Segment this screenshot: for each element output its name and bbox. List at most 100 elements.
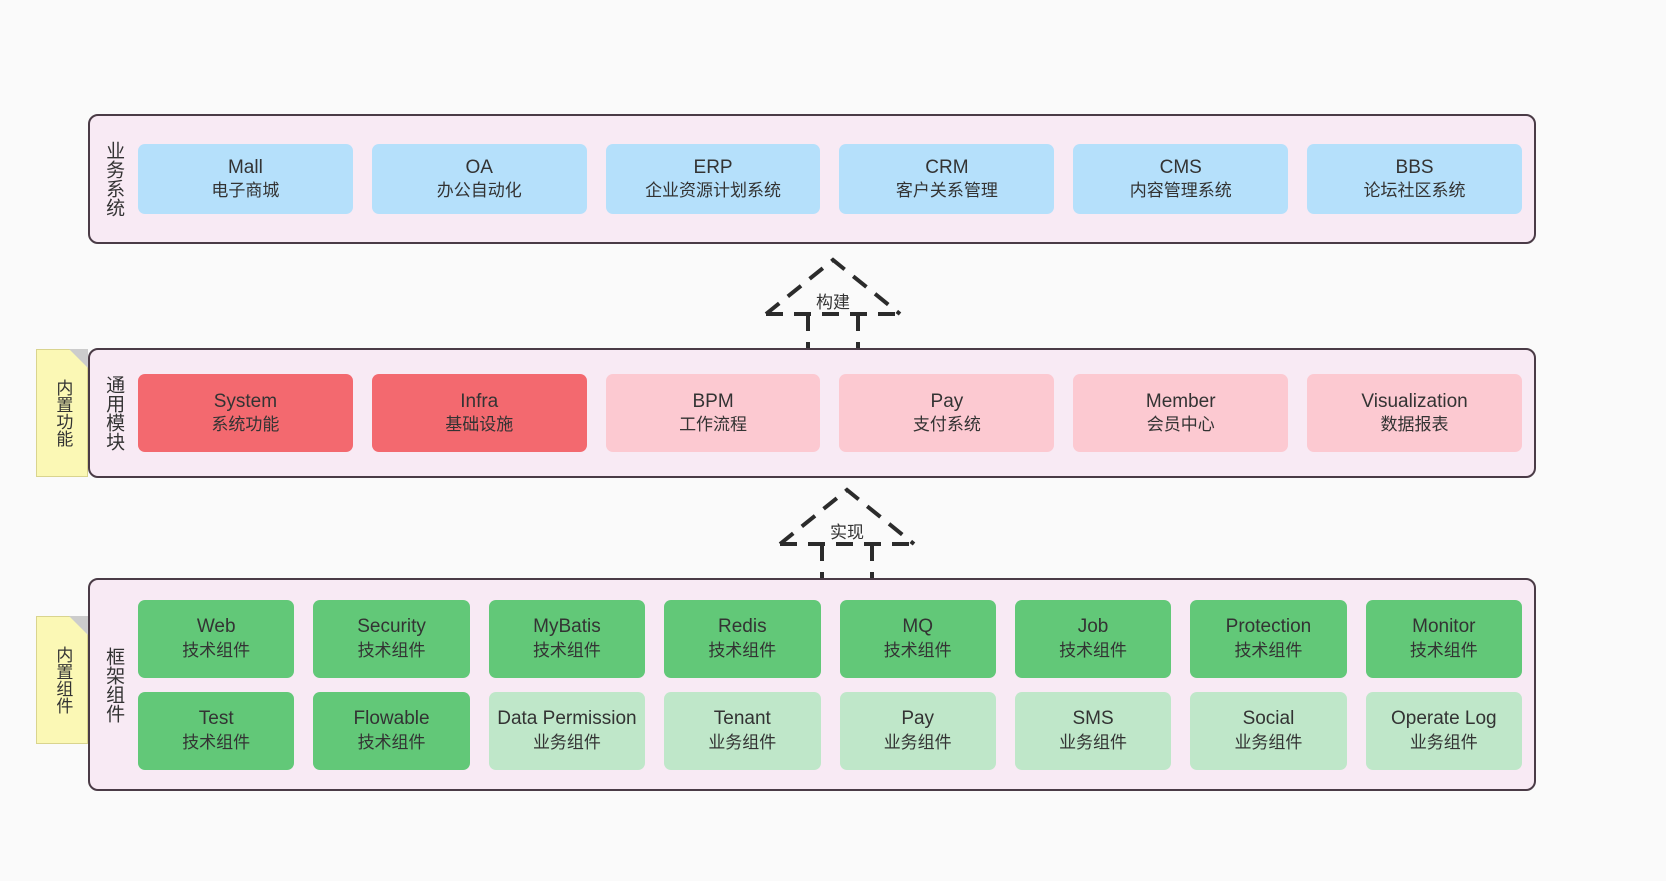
sticky-note-label: 内置功能: [53, 379, 73, 447]
card-title-cn: 技术组件: [883, 640, 952, 660]
card-security[interactable]: Security 技术组件: [313, 599, 470, 678]
card-redis[interactable]: Redis 技术组件: [664, 599, 821, 678]
card-title-en: Visualization: [1361, 390, 1468, 412]
card-title-cn: 基础设施: [445, 415, 514, 435]
card-social[interactable]: Social 业务组件: [1190, 691, 1347, 770]
layer-body-business: Mall 电子商城 OA 办公自动化 ERP 企业资源计划系统 CRM 客户关系…: [136, 116, 1534, 242]
card-title-cn: 内容管理系统: [1129, 181, 1232, 201]
card-title-cn: 客户关系管理: [895, 181, 998, 201]
sticky-note-builtin-components: 内置组件: [36, 616, 88, 744]
card-title-cn: 技术组件: [1234, 640, 1303, 660]
card-cms[interactable]: CMS 内容管理系统: [1073, 144, 1289, 214]
card-mybatis[interactable]: MyBatis 技术组件: [488, 599, 646, 678]
card-pay-module[interactable]: Pay 支付系统: [839, 374, 1055, 452]
card-title-en: SMS: [1072, 708, 1114, 730]
card-title-cn: 论坛社区系统: [1363, 181, 1466, 201]
card-system[interactable]: System 系统功能: [138, 374, 353, 452]
card-title-en: Member: [1145, 390, 1216, 412]
card-pay-component[interactable]: Pay 业务组件: [839, 691, 996, 770]
card-test[interactable]: Test 技术组件: [138, 691, 295, 770]
card-title-cn: 技术组件: [1409, 640, 1478, 660]
card-title-cn: 技术组件: [708, 640, 777, 660]
card-sms[interactable]: SMS 业务组件: [1014, 691, 1172, 770]
card-title-cn: 技术组件: [532, 640, 601, 660]
card-tenant[interactable]: Tenant 业务组件: [664, 691, 821, 770]
card-visualization[interactable]: Visualization 数据报表: [1307, 374, 1522, 452]
layer-common-modules: 通用模块 System 系统功能 Infra 基础设施 BPM 工作流程 Pay…: [88, 348, 1536, 478]
card-title-cn: 工作流程: [679, 415, 748, 435]
layer-title-framework: 框架组件: [103, 646, 125, 723]
card-title-en: Web: [196, 616, 236, 638]
card-title-cn: 电子商城: [211, 181, 280, 201]
card-monitor[interactable]: Monitor 技术组件: [1365, 599, 1522, 678]
layer-business-systems: 业务系统 Mall 电子商城 OA 办公自动化 ERP 企业资源计划系统 CRM…: [88, 114, 1536, 244]
card-crm[interactable]: CRM 客户关系管理: [839, 144, 1055, 214]
card-title-en: Tenant: [713, 708, 771, 730]
card-flowable[interactable]: Flowable 技术组件: [313, 691, 470, 770]
card-title-cn: 系统功能: [211, 415, 280, 435]
card-title-en: Redis: [718, 616, 767, 638]
card-title-en: Security: [357, 616, 426, 638]
layer-framework-components: 框架组件 Web 技术组件 Security 技术组件 MyBatis 技术组件…: [88, 578, 1536, 791]
card-row: Mall 电子商城 OA 办公自动化 ERP 企业资源计划系统 CRM 客户关系…: [138, 144, 1522, 214]
card-title-en: Flowable: [353, 708, 430, 730]
generalization-arrowhead-icon: [778, 487, 916, 546]
card-title-en: Operate Log: [1390, 708, 1497, 730]
card-title-en: Test: [198, 708, 234, 730]
card-erp[interactable]: ERP 企业资源计划系统: [605, 144, 821, 214]
card-infra[interactable]: Infra 基础设施: [371, 374, 587, 452]
card-title-cn: 技术组件: [357, 732, 426, 752]
card-title-en: Pay: [930, 390, 964, 412]
card-job[interactable]: Job 技术组件: [1014, 599, 1172, 678]
card-title-en: OA: [465, 156, 493, 178]
card-title-cn: 办公自动化: [436, 181, 522, 201]
card-title-cn: 业务组件: [708, 732, 777, 752]
card-bpm[interactable]: BPM 工作流程: [605, 374, 821, 452]
connector-build: 构建: [748, 252, 918, 357]
card-title-en: Job: [1077, 616, 1109, 638]
card-title-en: Infra: [460, 390, 499, 412]
card-title-en: ERP: [693, 156, 733, 178]
card-oa[interactable]: OA 办公自动化: [371, 144, 587, 214]
layer-title-common: 通用模块: [103, 375, 125, 451]
card-title-en: BBS: [1395, 156, 1434, 178]
card-bbs[interactable]: BBS 论坛社区系统: [1307, 144, 1522, 214]
card-member[interactable]: Member 会员中心: [1073, 374, 1289, 452]
layer-body-common: System 系统功能 Infra 基础设施 BPM 工作流程 Pay 支付系统…: [136, 350, 1534, 476]
card-web[interactable]: Web 技术组件: [138, 599, 295, 678]
card-row: Web 技术组件 Security 技术组件 MyBatis 技术组件 Redi…: [138, 599, 1522, 678]
card-operate-log[interactable]: Operate Log 业务组件: [1365, 691, 1522, 770]
card-row: Test 技术组件 Flowable 技术组件 Data Permission …: [138, 691, 1522, 770]
card-title-cn: 业务组件: [1234, 732, 1303, 752]
card-mq[interactable]: MQ 技术组件: [839, 599, 996, 678]
card-protection[interactable]: Protection 技术组件: [1190, 599, 1347, 678]
card-title-cn: 数据报表: [1380, 415, 1449, 435]
connector-realize: 实现: [762, 482, 932, 587]
card-title-cn: 业务组件: [1059, 732, 1128, 752]
sticky-note-label: 内置组件: [53, 646, 73, 714]
card-title-cn: 技术组件: [357, 640, 426, 660]
card-title-cn: 会员中心: [1146, 415, 1215, 435]
card-title-en: BPM: [692, 390, 734, 412]
card-title-cn: 技术组件: [182, 732, 251, 752]
card-title-en: Monitor: [1412, 616, 1476, 638]
card-title-en: System: [213, 390, 278, 412]
card-title-en: MyBatis: [533, 616, 601, 638]
card-title-cn: 业务组件: [532, 732, 601, 752]
card-title-en: CMS: [1159, 156, 1202, 178]
card-title-en: MQ: [902, 616, 933, 638]
generalization-arrowhead-icon: [764, 257, 902, 316]
card-title-en: CRM: [925, 156, 969, 178]
card-title-en: Protection: [1225, 616, 1312, 638]
card-title-en: Pay: [901, 708, 935, 730]
card-title-cn: 业务组件: [883, 732, 952, 752]
layer-title-business: 业务系统: [103, 141, 125, 217]
card-title-cn: 业务组件: [1409, 732, 1478, 752]
card-title-en: Social: [1242, 708, 1295, 730]
card-mall[interactable]: Mall 电子商城: [138, 144, 353, 214]
card-title-cn: 技术组件: [1059, 640, 1128, 660]
card-data-permission[interactable]: Data Permission 业务组件: [488, 691, 646, 770]
layer-body-framework: Web 技术组件 Security 技术组件 MyBatis 技术组件 Redi…: [136, 580, 1534, 789]
sticky-note-builtin-functions: 内置功能: [36, 349, 88, 477]
